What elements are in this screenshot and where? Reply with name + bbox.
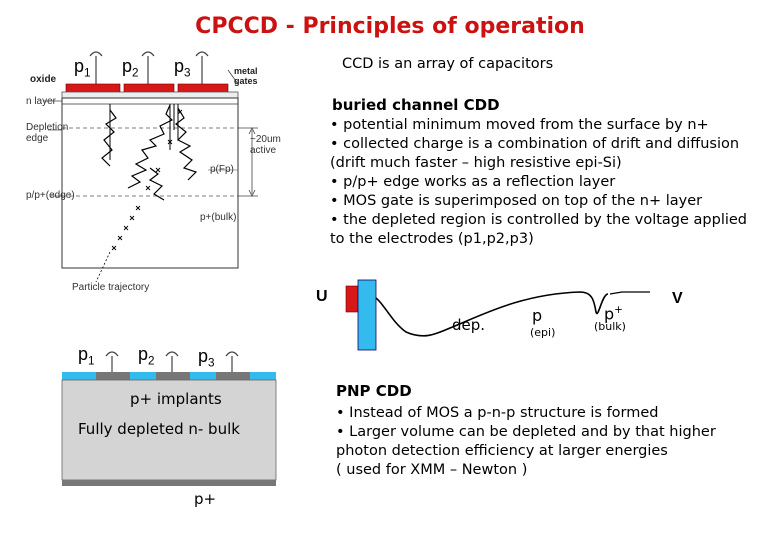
pplus-bottom-label: p+ bbox=[194, 490, 217, 508]
potential-oxide-rect bbox=[357, 279, 377, 351]
pp-edge-label: p/p+(edge) bbox=[26, 190, 75, 201]
ccd-array-statement: CCD is an array of capacitors bbox=[342, 56, 554, 72]
gate-2-rect bbox=[123, 83, 175, 93]
potential-gate-rect bbox=[345, 285, 359, 313]
bottom-gate-3-rect bbox=[216, 372, 250, 380]
diffusion-path-1 bbox=[127, 104, 174, 189]
potential-profile-diagram bbox=[345, 279, 650, 351]
p-bulk-label: p+(bulk) bbox=[200, 212, 237, 223]
gate-1-rect bbox=[65, 83, 121, 93]
page-title: CPCCD - Principles of operation bbox=[195, 14, 585, 39]
top-gate-label-p3: p3 bbox=[174, 56, 191, 80]
pnp-bullet: photon detection efficiency at larger en… bbox=[336, 443, 668, 459]
p-plus-label: p+ bbox=[604, 304, 623, 324]
buried-bullet: (drift much faster – high resistive epi-… bbox=[330, 155, 622, 171]
implants-label: p+ implants bbox=[130, 390, 222, 408]
bottom-gate-2-rect bbox=[156, 372, 190, 380]
top-gate-label-p1: p1 bbox=[74, 56, 91, 80]
silicon-body bbox=[61, 97, 239, 269]
p-fp-label: p(Fp) bbox=[210, 164, 234, 175]
pnp-bullet: • Larger volume can be depleted and by t… bbox=[336, 424, 716, 440]
buried-channel-heading: buried channel CDD bbox=[332, 96, 500, 114]
pnp-bullets: • Instead of MOS a p-n-p structure is fo… bbox=[336, 404, 756, 480]
potential-curve bbox=[375, 291, 609, 337]
epi-sub-label: (epi) bbox=[530, 326, 556, 339]
pnp-cross-section-diagram bbox=[61, 351, 277, 486]
bottom-gate-label-p1: p1 bbox=[78, 344, 95, 368]
buried-bullet: • collected charge is a combination of d… bbox=[330, 136, 740, 152]
diffusion-path-3 bbox=[101, 109, 117, 167]
buried-bullet: • potential minimum moved from the surfa… bbox=[330, 117, 709, 133]
buried-channel-bullets: • potential minimum moved from the surfa… bbox=[330, 116, 770, 249]
ccd-cross-section-diagram bbox=[44, 51, 258, 283]
u-axis-label: U bbox=[316, 288, 328, 305]
buried-bullet: • the depleted region is controlled by t… bbox=[330, 212, 748, 228]
oxide-layer bbox=[61, 91, 239, 99]
buried-bullet: • p/p+ edge works as a reflection layer bbox=[330, 174, 616, 190]
diffusion-path-2 bbox=[175, 107, 198, 181]
bottom-bulk-rect bbox=[61, 379, 277, 481]
buried-bullet: to the electrodes (p1,p2,p3) bbox=[330, 231, 534, 247]
bottom-gate-electrodes bbox=[105, 351, 239, 372]
gate-3-rect bbox=[177, 83, 229, 93]
bottom-gate-label-p2: p2 bbox=[138, 344, 155, 368]
oxide-label: oxide bbox=[30, 74, 57, 85]
buried-bullet: • MOS gate is superimposed on top of the… bbox=[330, 193, 703, 209]
bottom-gate-label-p3: p3 bbox=[198, 346, 215, 370]
particle-trajectory-crosses bbox=[111, 109, 183, 251]
pnp-bullet: • Instead of MOS a p-n-p structure is fo… bbox=[336, 405, 659, 421]
p-epi-label: p bbox=[532, 306, 543, 325]
v-axis-label: V bbox=[672, 290, 683, 307]
bulk-label: Fully depleted n- bulk bbox=[78, 420, 240, 438]
bottom-gate-1-rect bbox=[96, 372, 130, 380]
pnp-heading: PNP CDD bbox=[336, 382, 412, 400]
bulk-sub-label: (bulk) bbox=[594, 320, 626, 333]
gate-electrodes bbox=[89, 51, 209, 84]
bottom-pplus-layer bbox=[62, 480, 276, 486]
dep-label: dep. bbox=[452, 316, 486, 334]
n-layer-label: n layer bbox=[26, 96, 57, 107]
diffusion-path-4 bbox=[148, 167, 165, 201]
pnp-bullet: ( used for XMM – Newton ) bbox=[336, 462, 528, 478]
top-gate-label-p2: p2 bbox=[122, 56, 139, 80]
particle-trajectory-label: Particle trajectory bbox=[72, 282, 150, 293]
